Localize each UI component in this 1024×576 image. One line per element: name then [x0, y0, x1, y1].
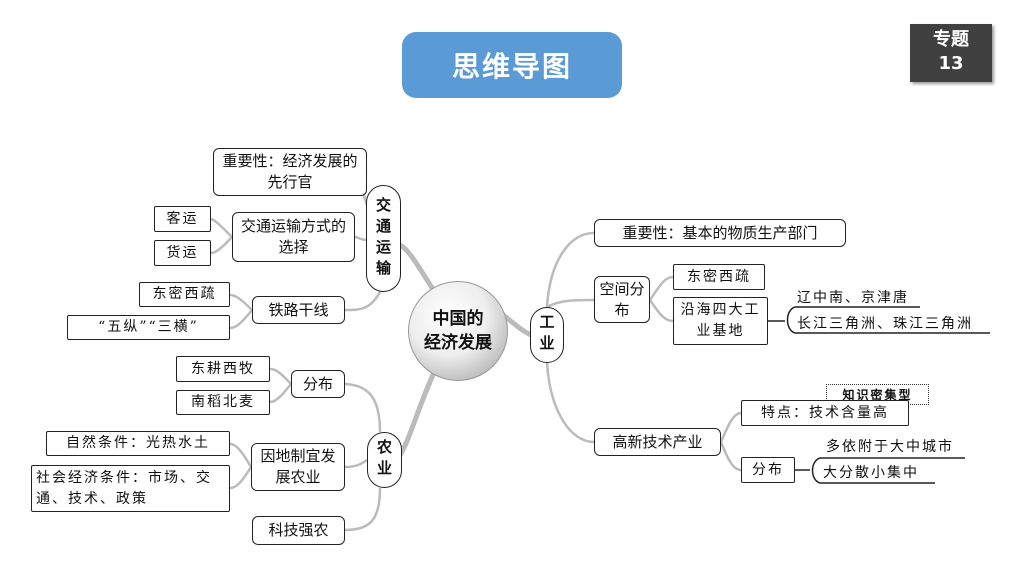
node-railway: 铁路干线	[252, 296, 345, 324]
bases-north: 辽中南、京津唐	[797, 290, 909, 306]
node-hightech-feature: 特点：技术含量高	[741, 400, 909, 426]
center-line2: 经济发展	[424, 333, 492, 353]
node-rail-distribution: 东密西疏	[139, 282, 230, 307]
topic-badge: 专题 13	[910, 24, 992, 82]
node-agriculture: 农业	[367, 432, 402, 488]
node-transport-choice: 交通运输方式的选择	[232, 212, 355, 262]
node-agri-dist1: 东耕西牧	[176, 356, 270, 382]
node-spatial-distribution: 空间分布	[594, 276, 650, 323]
node-industry-importance: 重要性：基本的物质生产部门	[594, 219, 846, 247]
node-passenger: 客运	[154, 206, 211, 232]
node-social-conditions: 社会经济条件：市场、交通、技术、政策	[31, 465, 230, 512]
badge-number: 13	[938, 53, 964, 74]
badge-label: 专题	[933, 29, 969, 50]
hightech-dist1: 多依附于大中城市	[826, 439, 954, 455]
node-industry: 工业	[530, 307, 564, 363]
callout-knowledge-intensive: 知识密集型	[826, 384, 929, 405]
node-agri-distribution: 分布	[291, 370, 345, 398]
center-line1: 中国的	[432, 309, 484, 329]
node-east-west: 东密西疏	[673, 264, 765, 290]
node-agri-tech: 科技强农	[252, 516, 345, 545]
node-coastal-bases: 沿海四大工业基地	[673, 297, 768, 345]
node-hightech: 高新技术产业	[594, 428, 721, 456]
hightech-dist2: 大分散小集中	[823, 465, 919, 481]
node-agri-adapt: 因地制宜发展农业	[251, 443, 345, 491]
node-transport: 交通运输	[366, 185, 401, 292]
node-transport-importance: 重要性：经济发展的先行官	[213, 148, 367, 196]
central-topic: 中国的经济发展	[408, 281, 508, 381]
bases-south: 长江三角洲、珠江三角洲	[797, 316, 973, 332]
node-natural-conditions: 自然条件：光热水土	[46, 431, 230, 456]
node-agri-dist2: 南稻北麦	[176, 390, 270, 415]
node-hightech-distribution: 分布	[741, 457, 795, 483]
page-title: 思维导图	[402, 32, 622, 98]
node-rail-grid: “五纵”“三横”	[67, 315, 230, 340]
node-freight: 货运	[154, 240, 211, 266]
